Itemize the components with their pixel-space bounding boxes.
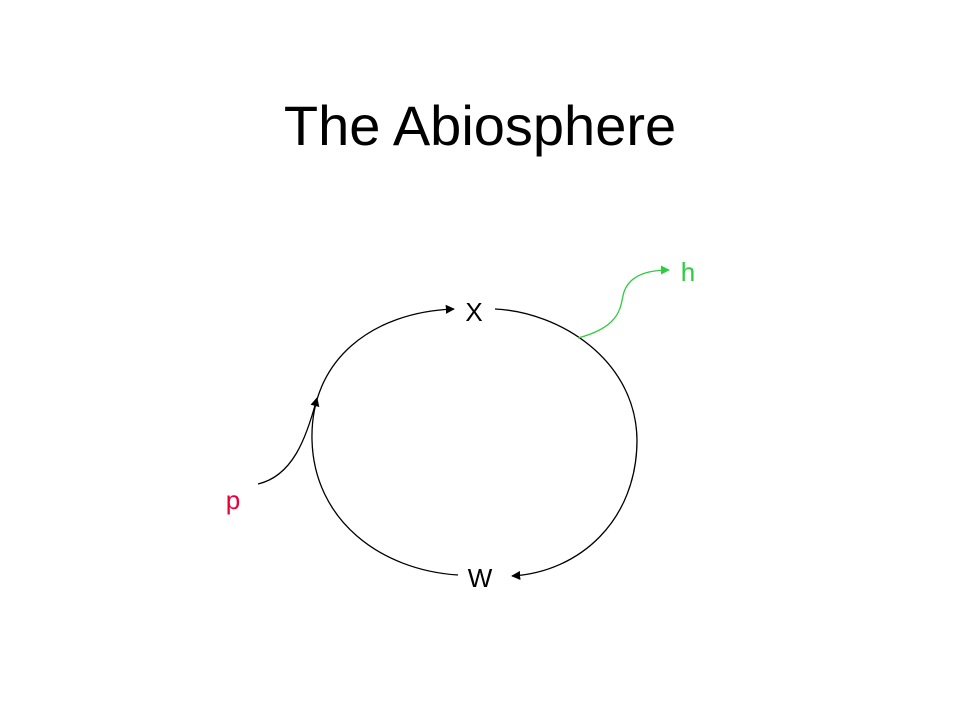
node-label-p: p [226, 485, 240, 515]
cycle-arc-w-to-x [311, 304, 459, 576]
slide-title: The Abiosphere [283, 94, 677, 157]
node-label-h: h [681, 257, 695, 287]
node-label-w: W [468, 563, 493, 593]
output-arrow-h [577, 265, 670, 339]
cycle-arc-x-to-w [494, 308, 638, 581]
input-arrow-p [257, 397, 320, 485]
node-label-x: X [465, 297, 482, 327]
